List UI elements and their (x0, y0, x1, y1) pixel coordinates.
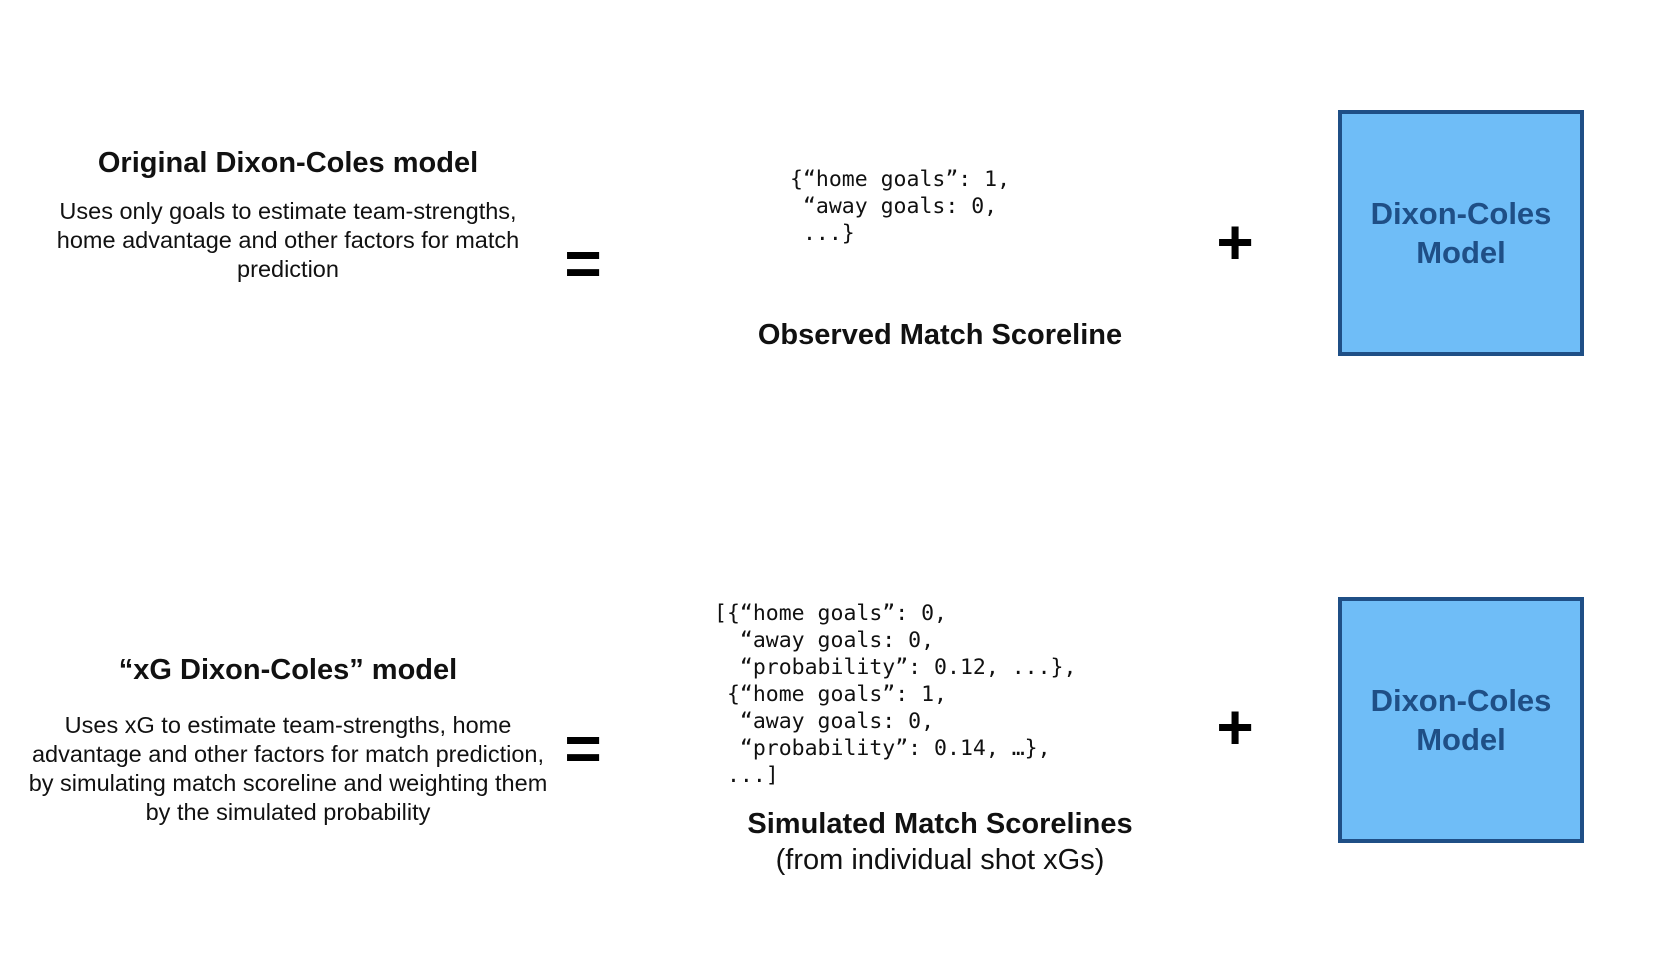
dixon-coles-model-label: Dixon-Coles Model (1370, 683, 1552, 757)
dixon-coles-model-box: Dixon-Coles Model (1338, 110, 1584, 356)
dixon-coles-model-box: Dixon-Coles Model (1338, 597, 1584, 843)
plus-sign: + (1216, 691, 1254, 763)
xg-model-title: “xG Dixon-Coles” model (118, 654, 458, 686)
plus-sign: + (1216, 206, 1254, 278)
equals-sign: = (564, 227, 602, 299)
simulated-scorelines-subcaption: (from individual shot xGs) (775, 844, 1105, 876)
observed-scoreline-code: {“home goals”: 1, “away goals: 0, ...} (790, 167, 1011, 246)
dixon-coles-model-label: Dixon-Coles Model (1370, 196, 1552, 270)
equals-sign: = (564, 712, 602, 784)
original-model-title: Original Dixon-Coles model (97, 147, 479, 179)
original-model-description: Uses only goals to estimate team-strengt… (56, 198, 520, 282)
simulated-scorelines-code: [{“home goals”: 0, “away goals: 0, “prob… (714, 601, 1077, 788)
xg-model-description: Uses xG to estimate team-strengths, home… (28, 712, 548, 825)
observed-scoreline-caption: Observed Match Scoreline (757, 319, 1123, 351)
simulated-scorelines-caption: Simulated Match Scorelines (747, 808, 1133, 840)
